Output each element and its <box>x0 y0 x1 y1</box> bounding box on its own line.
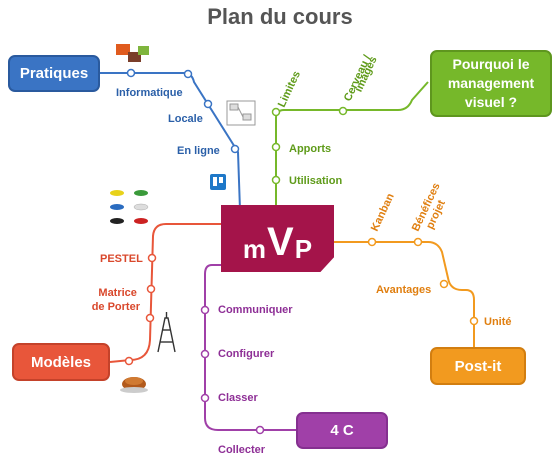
node-dot <box>413 237 423 247</box>
node-modeles[interactable]: Modèles <box>12 343 110 381</box>
node-dot <box>255 425 265 435</box>
label-communiquer: Communiquer <box>218 304 293 316</box>
center-letter-v: V <box>267 220 294 264</box>
label-matrice: Matrice de Porter <box>92 287 141 313</box>
node-pourquoi[interactable]: Pourquoi le management visuel ? <box>430 50 552 117</box>
label-en-ligne: En ligne <box>177 145 220 157</box>
node-dot <box>469 316 479 326</box>
node-dot <box>271 142 281 152</box>
branch-postit <box>333 241 475 350</box>
label-apports: Apports <box>289 143 331 155</box>
label-pestel: PESTEL <box>100 253 143 265</box>
label-informatique: Informatique <box>116 87 183 99</box>
node-dot <box>203 99 213 109</box>
node-postit[interactable]: Post-it <box>430 347 526 385</box>
node-dot <box>183 69 193 79</box>
diagram-sketch-icon <box>226 100 256 126</box>
label-limites: Limites <box>276 69 303 109</box>
node-dot <box>200 305 210 315</box>
page-title: Plan du cours <box>207 4 353 29</box>
node-dot <box>338 106 348 116</box>
label-avantages: Avantages <box>376 284 431 296</box>
eiffel-tower-icon <box>157 312 176 353</box>
speech-bubbles-icon <box>116 44 149 62</box>
node-dot <box>200 349 210 359</box>
label-configurer: Configurer <box>218 348 275 360</box>
label-benefices: Bénéfices projet <box>410 178 455 238</box>
node-dot <box>271 107 281 117</box>
label-utilisation: Utilisation <box>289 175 342 187</box>
label-cerveau: Cerveau / images <box>342 51 381 106</box>
six-hats-icon <box>110 190 149 224</box>
node-dot <box>147 253 157 263</box>
node-dot <box>439 279 449 289</box>
label-locale: Locale <box>168 113 203 125</box>
node-dot <box>145 313 155 323</box>
label-matrice-line2: de Porter <box>92 301 141 313</box>
label-collecter: Collecter <box>218 444 266 456</box>
node-pratiques[interactable]: Pratiques <box>8 55 100 92</box>
roast-turkey-icon <box>120 377 148 393</box>
node-dot <box>200 393 210 403</box>
trello-icon <box>210 174 226 190</box>
label-matrice-line1: Matrice <box>98 287 137 299</box>
center-node-mvp[interactable]: m V P <box>221 205 334 272</box>
center-letter-p: P <box>294 234 313 264</box>
node-dot <box>367 237 377 247</box>
node-dot <box>271 175 281 185</box>
label-unite: Unité <box>484 316 512 328</box>
node-dot <box>230 144 240 154</box>
node-4c[interactable]: 4 C <box>296 412 388 449</box>
label-classer: Classer <box>218 392 258 404</box>
label-kanban: Kanban <box>369 191 397 233</box>
center-letter-m: m <box>242 234 267 264</box>
node-dot <box>126 68 136 78</box>
node-dot <box>146 284 156 294</box>
branch-4c <box>204 264 298 431</box>
node-dot <box>124 356 134 366</box>
